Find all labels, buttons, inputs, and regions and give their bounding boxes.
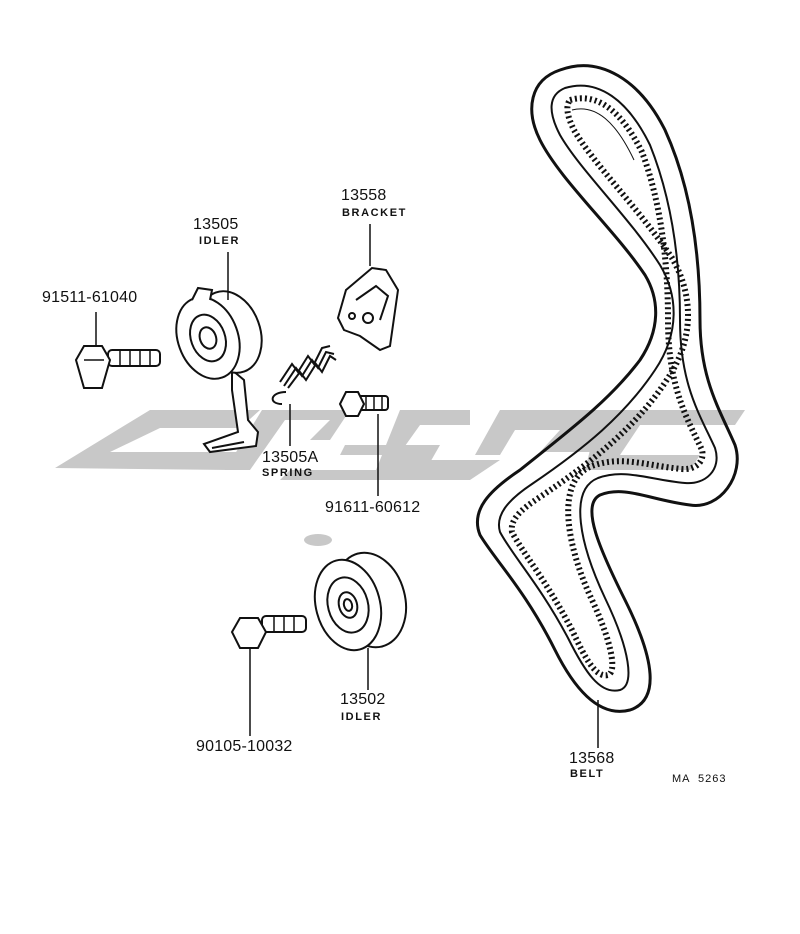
idler-bolt-drawing <box>230 615 307 649</box>
leader-lines <box>95 224 599 748</box>
bracket-bolt-drawing <box>338 391 389 417</box>
spring-drawing <box>271 345 337 405</box>
part-number-13505: 13505 <box>193 216 239 233</box>
part-number-13502: 13502 <box>340 691 386 708</box>
part-number-13505A: 13505A <box>262 449 319 466</box>
part-number-13568: 13568 <box>569 750 615 767</box>
part-name-idler: IDLER <box>341 711 382 723</box>
part-number-90105-10032: 90105-10032 <box>196 738 293 755</box>
part-name-spring: SPRING <box>262 467 314 479</box>
part-number-13558: 13558 <box>341 187 387 204</box>
tensioner-bolt-drawing <box>74 345 161 389</box>
part-number-91511-61040: 91511-61040 <box>42 289 138 306</box>
watermark-logo <box>55 410 745 546</box>
reference-code: MA 5263 <box>672 773 727 785</box>
bracket-drawing <box>336 266 400 352</box>
part-name-belt: BELT <box>570 768 605 780</box>
tensioner-idler-drawing <box>175 286 263 454</box>
timing-belt <box>475 64 739 713</box>
part-name-bracket: BRACKET <box>342 207 407 219</box>
idler-pulley-drawing <box>313 551 408 652</box>
part-number-91611-60612: 91611-60612 <box>325 499 421 516</box>
part-name-idler-tensioner: IDLER <box>199 235 240 247</box>
